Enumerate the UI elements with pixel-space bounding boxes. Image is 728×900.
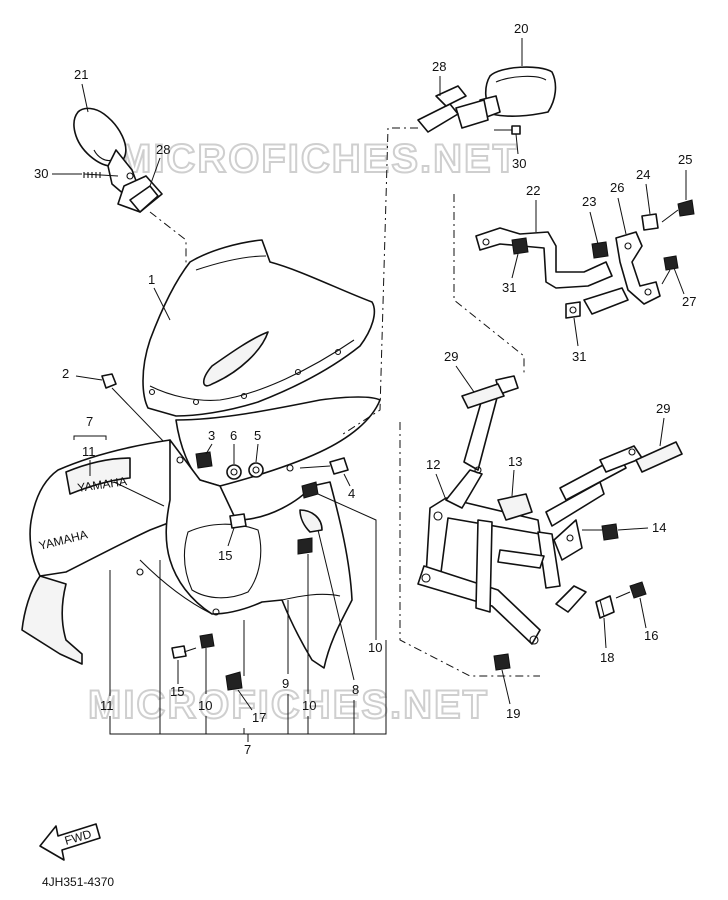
nut-17	[225, 671, 243, 691]
screw-15-mid	[229, 513, 247, 529]
callout-26: 26	[610, 180, 624, 195]
fairing-brand-upper: YAMAHA	[76, 474, 127, 495]
callout-23: 23	[582, 194, 596, 209]
callout-21: 21	[74, 67, 88, 82]
nut-19	[493, 653, 511, 671]
callout-4: 4	[348, 486, 355, 501]
callout-6: 6	[230, 428, 237, 443]
pad-8	[299, 509, 323, 533]
callout-11-top: 11	[82, 444, 96, 459]
left-mirror	[73, 107, 163, 213]
nut-14	[601, 523, 619, 541]
callout-30-right: 30	[512, 156, 526, 171]
screw-15-low	[171, 645, 197, 659]
grommet-6	[226, 464, 242, 480]
callout-31-lower: 31	[572, 349, 586, 364]
callout-17: 17	[252, 710, 266, 725]
callout-12: 12	[426, 457, 440, 472]
windscreen	[142, 239, 376, 417]
callout-19: 19	[506, 706, 520, 721]
callout-7-bottom: 7	[244, 742, 251, 757]
grommet-31-upper	[511, 237, 529, 255]
drawing-code: 4JH351-4370	[42, 875, 114, 889]
callout-24: 24	[636, 167, 650, 182]
callout-2: 2	[62, 366, 69, 381]
callout-15-mid: 15	[218, 548, 232, 563]
callout-20: 20	[514, 21, 528, 36]
callout-30-left: 30	[34, 166, 48, 181]
callout-11-bottom: 11	[100, 698, 114, 713]
callout-29-upper: 29	[444, 349, 458, 364]
callout-8: 8	[352, 682, 359, 697]
callout-28-left: 28	[156, 142, 170, 157]
callout-15-low: 15	[170, 684, 184, 699]
callout-3: 3	[208, 428, 215, 443]
callout-16: 16	[644, 628, 658, 643]
callout-18: 18	[600, 650, 614, 665]
grommet-5	[248, 462, 264, 478]
callout-5: 5	[254, 428, 261, 443]
upper-cowling: YAMAHA YAMAHA	[21, 396, 381, 669]
watermark-top: MICROFICHES.NET	[118, 137, 519, 181]
bolt-25	[661, 199, 695, 223]
mirror-stay-22	[475, 227, 629, 315]
right-mirror	[417, 66, 557, 135]
callout-10-right: 10	[368, 640, 382, 655]
callout-9: 9	[282, 676, 289, 691]
callout-29-right: 29	[656, 401, 670, 416]
callout-25: 25	[678, 152, 692, 167]
bolt-16	[615, 581, 647, 599]
grommet-31-lower	[565, 301, 581, 319]
screw-4	[329, 457, 349, 475]
callout-10-mid: 10	[302, 698, 316, 713]
callout-31-upper: 31	[502, 280, 516, 295]
pad-29-right	[635, 441, 683, 473]
callout-10-left: 10	[198, 698, 212, 713]
grommet-3	[195, 451, 213, 469]
nut-10-mid	[297, 537, 313, 555]
callout-14: 14	[652, 520, 666, 535]
pad-29-upper	[461, 383, 505, 409]
bracket-26	[615, 231, 661, 305]
callout-27: 27	[682, 294, 696, 309]
collar-18	[595, 595, 615, 619]
callout-28-right: 28	[432, 59, 446, 74]
screw-2	[101, 373, 167, 445]
callout-13: 13	[508, 454, 522, 469]
plate-13	[497, 493, 533, 521]
collar-24	[641, 213, 659, 231]
callout-22: 22	[526, 183, 540, 198]
nut-10-low	[199, 633, 215, 649]
fwd-arrow: FWD	[39, 823, 101, 861]
bolt-27	[661, 255, 679, 285]
callout-7-top: 7	[86, 414, 93, 429]
grommet-23	[591, 241, 609, 259]
callout-1: 1	[148, 272, 155, 287]
